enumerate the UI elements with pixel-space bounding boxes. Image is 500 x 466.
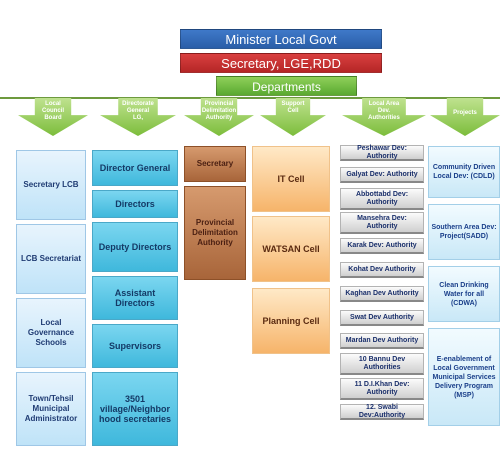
project-box: Southern Area Dev: Project(SADD): [428, 204, 500, 260]
department-label: Local Council Board: [42, 101, 64, 121]
project-box: Community Driven Local Dev: (CDLD): [428, 146, 500, 198]
authority-box: Galyat Dev: Authority: [340, 167, 424, 183]
authority-box: Karak Dev: Authority: [340, 238, 424, 254]
support-cell-box: IT Cell: [252, 146, 330, 212]
authority-box: Kaghan Dev Authority: [340, 286, 424, 302]
authority-box: 10 Bannu Dev Authorities: [340, 353, 424, 375]
lcb-box: LCB Secretariat: [16, 224, 86, 294]
department-label: Projects: [453, 110, 477, 116]
authority-box: Swat Dev Authority: [340, 310, 424, 326]
secretary-box: Secretary, LGE,RDD: [180, 53, 382, 73]
dg-box: Supervisors: [92, 324, 178, 368]
authority-box: Peshawar Dev: Authority: [340, 145, 424, 161]
authority-box: Mansehra Dev: Authority: [340, 212, 424, 234]
delimitation-box: Secretary: [184, 146, 246, 182]
support-cell-box: WATSAN Cell: [252, 216, 330, 282]
dg-box: Assistant Directors: [92, 276, 178, 320]
lcb-box: Local Governance Schools: [16, 298, 86, 368]
minister-box: Minister Local Govt: [180, 29, 382, 49]
project-box: Clean Drinking Water for all (CDWA): [428, 266, 500, 322]
department-label: Support Cell: [281, 101, 305, 114]
department-label: Provincial Delimitation Authority: [201, 101, 237, 121]
department-label: Directorate General LG,: [122, 101, 154, 121]
dg-box: 3501 village/Neighbor hood secretaries: [92, 372, 178, 446]
authority-box: 11 D.I.Khan Dev: Authority: [340, 378, 424, 400]
dg-box: Deputy Directors: [92, 222, 178, 272]
authority-box: Kohat Dev Authority: [340, 262, 424, 278]
department-arrow: [430, 98, 500, 136]
dg-box: Director General: [92, 150, 178, 186]
delimitation-box: Provincial Delimitation Authority: [184, 186, 246, 280]
lcb-box: Secretary LCB: [16, 150, 86, 220]
departments-box: Departments: [216, 76, 357, 96]
lcb-box: Town/Tehsil Municipal Administrator: [16, 372, 86, 446]
support-cell-box: Planning Cell: [252, 288, 330, 354]
project-box: E-enablement of Local Government Municip…: [428, 328, 500, 426]
department-connector: [0, 97, 500, 99]
authority-box: Mardan Dev Authority: [340, 333, 424, 349]
authority-box: Abbottabd Dev: Authority: [340, 188, 424, 210]
authority-box: 12. Swabi Dev:Authority: [340, 404, 424, 420]
dg-box: Directors: [92, 190, 178, 218]
department-label: Local Area Dev. Authorities: [368, 101, 400, 121]
